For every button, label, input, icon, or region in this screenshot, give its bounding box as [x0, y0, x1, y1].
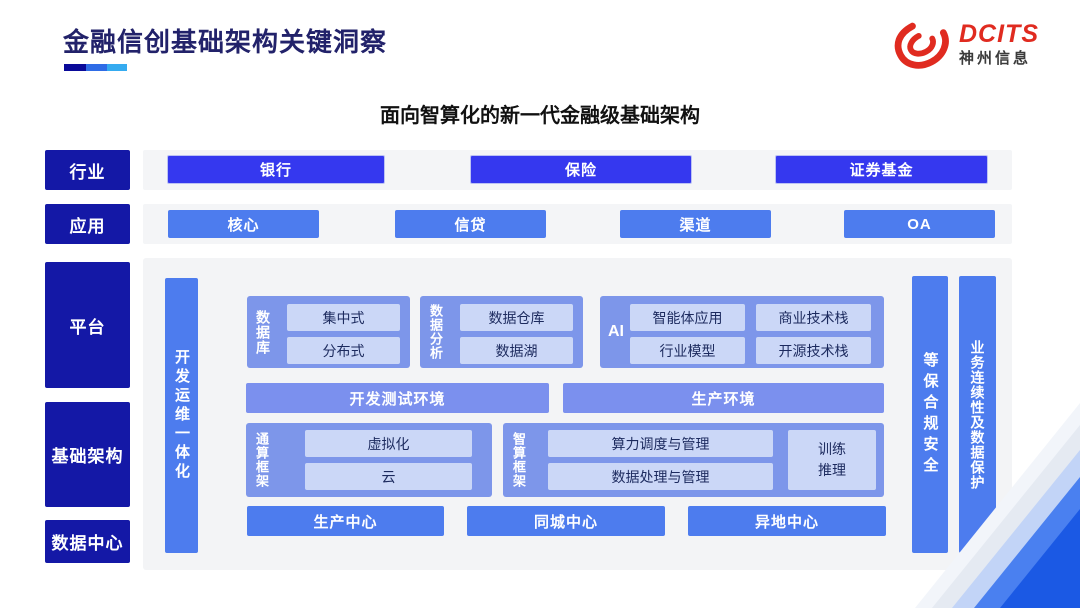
- ai-group-label: AI: [608, 323, 624, 340]
- category-datacenter: 数据中心: [45, 520, 130, 563]
- production-center-bar: 生产中心: [247, 506, 444, 536]
- title-underline: [64, 64, 127, 71]
- data-analysis-group-label: 数据分析: [428, 304, 443, 360]
- logo-brand-text: DCITS: [959, 20, 1039, 48]
- database-group-label: 数据库: [255, 309, 271, 355]
- industry-item-bank: 银行: [167, 155, 385, 184]
- ai-item-opensource-stack: 开源技术栈: [756, 337, 871, 364]
- industry-row: 银行 保险 证券基金: [143, 150, 1012, 190]
- compute-item-virtualization: 虚拟化: [305, 430, 472, 457]
- ai-item-commercial-stack: 商业技术栈: [756, 304, 871, 331]
- data-analysis-group: 数据分析 数据仓库 数据湖: [420, 296, 583, 368]
- app-item-channel: 渠道: [620, 210, 771, 238]
- application-row: 核心 信贷 渠道 OA: [143, 204, 1012, 244]
- logo-company-text: 神州信息: [959, 49, 1032, 67]
- production-env-bar: 生产环境: [563, 383, 884, 413]
- business-continuity-bar: 业务连续性及数据保护: [959, 276, 996, 553]
- general-compute-label: 通算框架: [254, 432, 269, 488]
- ai-compute-group: 智算框架 算力调度与管理 数据处理与管理 训练 推理: [503, 423, 884, 497]
- ai-group: AI 智能体应用 商业技术栈 行业模型 开源技术栈: [600, 296, 884, 368]
- devops-vertical-bar: 开发运维一体化: [165, 278, 198, 553]
- database-group: 数据库 集中式 分布式: [247, 296, 410, 368]
- industry-item-insurance: 保险: [470, 155, 692, 184]
- general-compute-group: 通算框架 虚拟化 云: [246, 423, 492, 497]
- compute-item-cloud: 云: [305, 463, 472, 490]
- samecity-center-bar: 同城中心: [467, 506, 665, 536]
- ai-item-industry-models: 行业模型: [630, 337, 745, 364]
- data-analysis-item-warehouse: 数据仓库: [460, 304, 573, 331]
- category-platform: 平台: [45, 262, 130, 388]
- data-analysis-item-lake: 数据湖: [460, 337, 573, 364]
- compute-item-training-inference: 训练 推理: [788, 430, 876, 490]
- compute-item-scheduling: 算力调度与管理: [548, 430, 773, 457]
- database-item-centralized: 集中式: [287, 304, 400, 331]
- category-infrastructure: 基础架构: [45, 402, 130, 507]
- page-title: 金融信创基础架构关键洞察: [63, 27, 388, 57]
- app-item-oa: OA: [844, 210, 995, 238]
- compliance-security-bar: 等保合规安全: [912, 276, 948, 553]
- database-item-distributed: 分布式: [287, 337, 400, 364]
- app-item-core: 核心: [168, 210, 319, 238]
- industry-item-securities: 证券基金: [775, 155, 988, 184]
- category-application: 应用: [45, 204, 130, 244]
- diagram-title: 面向智算化的新一代金融级基础架构: [380, 105, 700, 127]
- architecture-panel: 开发运维一体化 等保合规安全 业务连续性及数据保护 数据库 集中式 分布式 数据…: [143, 258, 1012, 570]
- dcits-swirl-icon: [894, 22, 949, 69]
- company-logo: DCITS 神州信息: [893, 18, 1039, 70]
- ai-compute-label: 智算框架: [511, 432, 526, 488]
- remote-center-bar: 异地中心: [688, 506, 886, 536]
- ai-item-agent-apps: 智能体应用: [630, 304, 745, 331]
- app-item-credit: 信贷: [395, 210, 546, 238]
- category-industry: 行业: [45, 150, 130, 190]
- compute-item-data-processing: 数据处理与管理: [548, 463, 773, 490]
- dev-test-env-bar: 开发测试环境: [246, 383, 549, 413]
